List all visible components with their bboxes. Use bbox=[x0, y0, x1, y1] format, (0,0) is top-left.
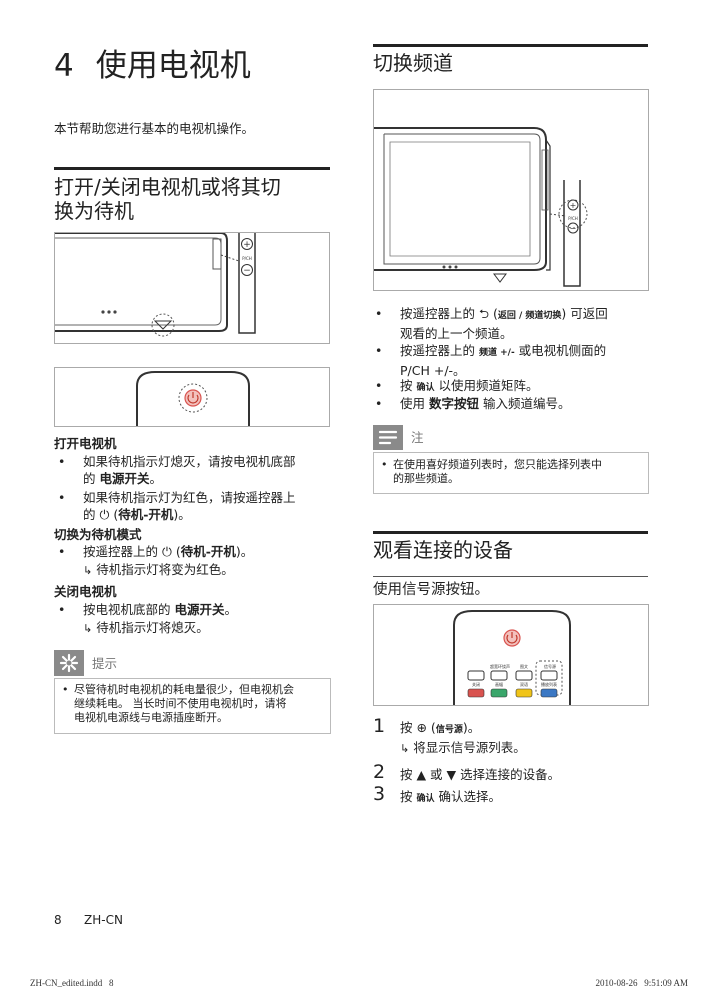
bullet-dot: • bbox=[381, 458, 388, 471]
bullet-dot: • bbox=[58, 454, 66, 469]
tv-front-figure: + P/CH − bbox=[373, 89, 649, 291]
result-arrow-icon: ↳ bbox=[400, 742, 410, 755]
tip-icon bbox=[54, 650, 84, 676]
section-rule bbox=[373, 531, 648, 534]
subsection-title-source: 使用信号源按钮。 bbox=[373, 582, 489, 598]
remote-source-figure: 超宽环绕声 图文 信号源 关闭 画幅 双语 播放列表 bbox=[373, 604, 649, 706]
remote-top-illustration bbox=[136, 371, 250, 426]
section-title-switch-channel: 切换频道 bbox=[373, 51, 453, 75]
bullet-dot: • bbox=[58, 490, 66, 505]
power-on-heading: 打开电视机 bbox=[54, 436, 117, 451]
plus-key-label: + bbox=[570, 201, 577, 210]
step-2-number: 2 bbox=[373, 761, 386, 783]
section-title-power: 打开/关闭电视机或将其切 换为待机 bbox=[54, 175, 281, 223]
power-off-bullet: 按电视机底部的 电源开关。 bbox=[83, 602, 238, 617]
minus-key-label: − bbox=[570, 224, 577, 233]
tip-box: • 尽管待机时电视机的耗电量很少，但电视机会 继续耗电。 当长时间不使用电视机时… bbox=[54, 678, 331, 734]
tv-side-panel-figure: + P/CH − bbox=[54, 232, 330, 344]
pch-label: P/CH bbox=[568, 216, 578, 221]
standby-heading: 切换为待机模式 bbox=[54, 527, 142, 542]
pch-label: P/CH bbox=[242, 256, 252, 261]
chapter-heading: 4 使用电视机 bbox=[54, 46, 251, 86]
svg-text:播放列表: 播放列表 bbox=[541, 681, 557, 687]
chapter-title: 使用电视机 bbox=[95, 48, 251, 84]
tv-front-illustration: + P/CH − bbox=[374, 127, 588, 287]
tv-side-panel-illustration: + P/CH − bbox=[55, 233, 256, 337]
minus-key-label: − bbox=[243, 266, 251, 276]
print-timestamp: 2010-08-26 9:51:09 AM bbox=[595, 978, 688, 988]
svg-text:信号源: 信号源 bbox=[544, 663, 556, 669]
tip-text: 尽管待机时电视机的耗电量很少，但电视机会 继续耗电。 当长时间不使用电视机时，请… bbox=[74, 683, 294, 724]
power-off-heading: 关闭电视机 bbox=[54, 584, 117, 599]
channel-bullet-2: 按遥控器上的 频道 +/- 或电视机侧面的 P/CH +/-。 bbox=[400, 343, 607, 378]
bullet-dot: • bbox=[375, 396, 383, 411]
bullet-dot: • bbox=[375, 378, 383, 393]
remote-power-figure bbox=[54, 367, 330, 427]
step-1-number: 1 bbox=[373, 715, 386, 737]
file-slug: ZH-CN_edited.indd 8 bbox=[30, 978, 114, 988]
power-on-bullet-1: 如果待机指示灯熄灭，请按电视机底部 的 电源开关。 bbox=[83, 454, 296, 486]
section-title-connected-devices: 观看连接的设备 bbox=[373, 538, 513, 562]
language-code: ZH-CN bbox=[84, 913, 123, 927]
standby-bullet: 按遥控器上的 ⏻ (待机-开机)。 bbox=[83, 544, 254, 559]
svg-text:画幅: 画幅 bbox=[495, 681, 503, 687]
result-arrow-icon: ↳ bbox=[83, 622, 93, 635]
bullet-dot: • bbox=[58, 544, 66, 559]
svg-text:双语: 双语 bbox=[520, 681, 528, 687]
section-rule bbox=[373, 44, 648, 47]
step-1-text: 按 ⊕ (信号源)。 bbox=[400, 720, 481, 735]
note-icon bbox=[373, 425, 403, 450]
bullet-dot: • bbox=[375, 343, 383, 358]
section-rule bbox=[54, 167, 330, 170]
channel-bullet-4: 使用 数字按钮 输入频道编号。 bbox=[400, 396, 571, 411]
chapter-intro: 本节帮助您进行基本的电视机操作。 bbox=[54, 121, 255, 136]
channel-bullet-3: 按 确认 以使用频道矩阵。 bbox=[400, 378, 539, 393]
note-label: 注 bbox=[411, 430, 424, 445]
subsection-rule bbox=[373, 576, 648, 577]
channel-bullet-1: 按遥控器上的 ⮌ (返回 / 频道切换) 可返回 观看的上一个频道。 bbox=[400, 306, 608, 341]
step-3-text: 按 确认 确认选择。 bbox=[400, 789, 501, 804]
remote-buttons-illustration: 超宽环绕声 图文 信号源 关闭 画幅 双语 播放列表 bbox=[453, 610, 571, 705]
step-1-result: ↳ 将显示信号源列表。 bbox=[400, 740, 526, 755]
note-text: 在使用喜好频道列表时，您只能选择列表中 的那些频道。 bbox=[393, 458, 602, 485]
step-3-number: 3 bbox=[373, 783, 386, 805]
power-on-bullet-2: 如果待机指示灯为红色，请按遥控器上 的 ⏻ (待机-开机)。 bbox=[83, 490, 296, 522]
bullet-dot: • bbox=[58, 602, 66, 617]
page-number: 8 bbox=[54, 913, 62, 927]
svg-text:图文: 图文 bbox=[520, 663, 528, 669]
svg-text:关闭: 关闭 bbox=[472, 681, 480, 687]
plus-key-label: + bbox=[243, 240, 251, 250]
power-off-result: ↳ 待机指示灯将熄灭。 bbox=[83, 620, 209, 635]
note-box: • 在使用喜好频道列表时，您只能选择列表中 的那些频道。 bbox=[373, 452, 649, 494]
chapter-number: 4 bbox=[54, 48, 74, 84]
step-2-text: 按 ▲ 或 ▼ 选择连接的设备。 bbox=[400, 767, 561, 782]
bullet-dot: • bbox=[375, 306, 383, 321]
svg-text:超宽环绕声: 超宽环绕声 bbox=[490, 663, 510, 669]
tip-label: 提示 bbox=[92, 656, 118, 671]
result-arrow-icon: ↳ bbox=[83, 564, 93, 577]
standby-result: ↳ 待机指示灯将变为红色。 bbox=[83, 562, 234, 577]
bullet-dot: • bbox=[62, 683, 69, 696]
